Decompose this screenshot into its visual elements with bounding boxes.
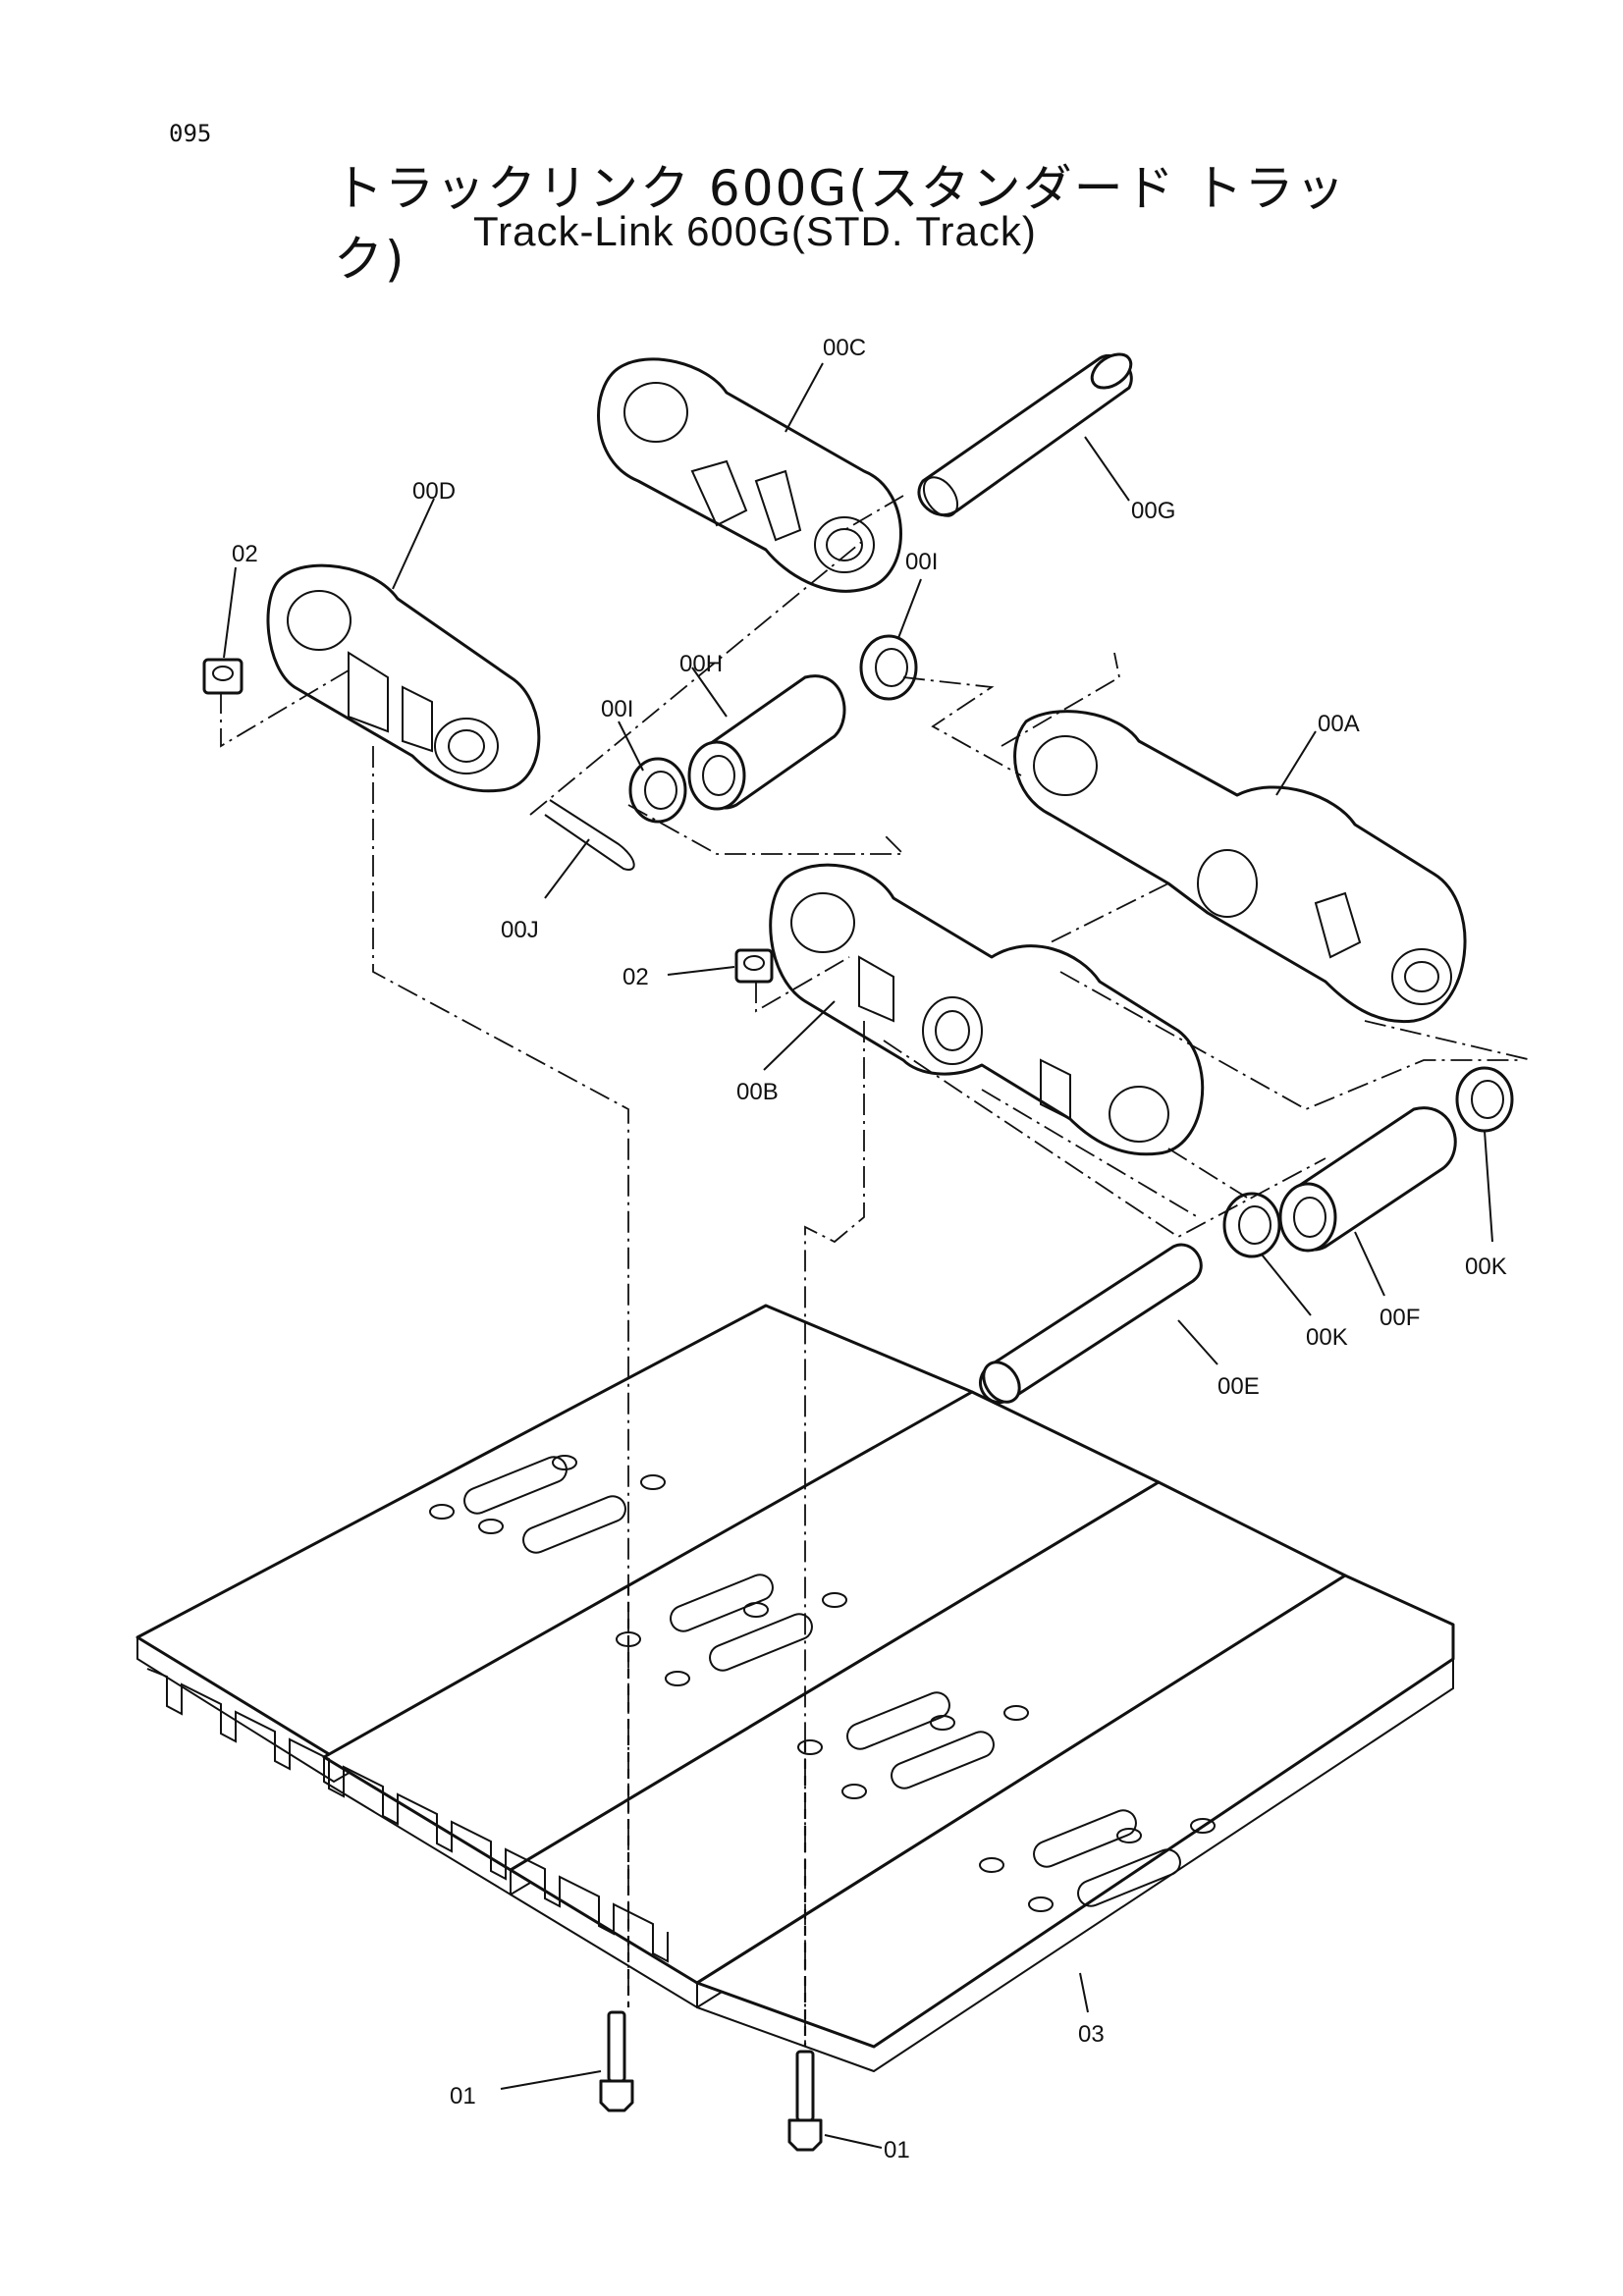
track-link-icon bbox=[1013, 710, 1467, 1024]
callout-00a: 00A bbox=[1318, 711, 1360, 737]
leader-lines bbox=[223, 362, 1493, 2149]
shoe-bolt-icon bbox=[599, 2010, 634, 2112]
callout-00f: 00F bbox=[1380, 1305, 1420, 1331]
page-number: 095 bbox=[169, 120, 212, 147]
callout-00i-top: 00I bbox=[905, 549, 938, 575]
track-shoe-icon bbox=[135, 1304, 1455, 2073]
shoe-nut-icon bbox=[734, 948, 774, 984]
shoe-nut-icon bbox=[202, 658, 243, 695]
callout-00g: 00G bbox=[1131, 498, 1175, 524]
assembly-lines bbox=[220, 495, 1533, 2047]
track-link-icon bbox=[769, 863, 1205, 1156]
callout-00c: 00C bbox=[823, 335, 866, 361]
seal-ring-icon bbox=[1455, 1066, 1514, 1133]
shoe-bolt-icon bbox=[787, 2050, 823, 2152]
seal-ring-icon bbox=[1222, 1192, 1281, 1258]
page-title-japanese: トラックリンク 600G(スタンダード トラック) bbox=[334, 160, 1347, 288]
retaining-pin-icon bbox=[544, 799, 635, 871]
callout-00e: 00E bbox=[1217, 1373, 1260, 1400]
callout-02-top: 02 bbox=[232, 541, 258, 567]
callout-01-left: 01 bbox=[450, 2083, 476, 2109]
bushing-icon bbox=[1278, 1106, 1457, 1253]
shoe-bolt-guide-lines bbox=[626, 1585, 807, 2047]
callout-00d: 00D bbox=[412, 478, 456, 505]
callout-02-mid: 02 bbox=[622, 964, 649, 990]
callout-00h: 00H bbox=[679, 651, 723, 677]
track-pin-icon bbox=[979, 1243, 1203, 1405]
seal-ring-icon bbox=[859, 634, 918, 701]
callout-01-right: 01 bbox=[884, 2137, 910, 2163]
track-link-icon bbox=[266, 563, 541, 793]
callout-00k-right: 00K bbox=[1465, 1254, 1507, 1280]
callout-00i-left: 00I bbox=[601, 696, 633, 722]
bushing-icon bbox=[687, 674, 846, 811]
seal-ring-icon bbox=[628, 757, 687, 824]
track-pin-icon bbox=[917, 352, 1133, 517]
callout-03: 03 bbox=[1078, 2021, 1105, 2048]
track-link-icon bbox=[597, 357, 902, 593]
callout-00b: 00B bbox=[736, 1079, 779, 1105]
callout-00k-mid: 00K bbox=[1306, 1324, 1348, 1351]
page-title-english: Track-Link 600G(STD. Track) bbox=[473, 208, 1037, 254]
callout-00j: 00J bbox=[501, 917, 539, 943]
